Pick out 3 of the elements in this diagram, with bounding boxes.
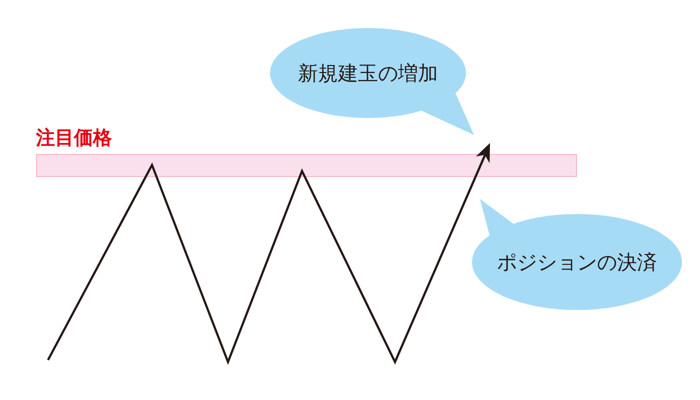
bubble-text: 新規建玉の増加 (298, 61, 438, 85)
bubble-text: ポジションの決済 (497, 250, 657, 274)
band-label: 注目価格 (36, 126, 112, 150)
